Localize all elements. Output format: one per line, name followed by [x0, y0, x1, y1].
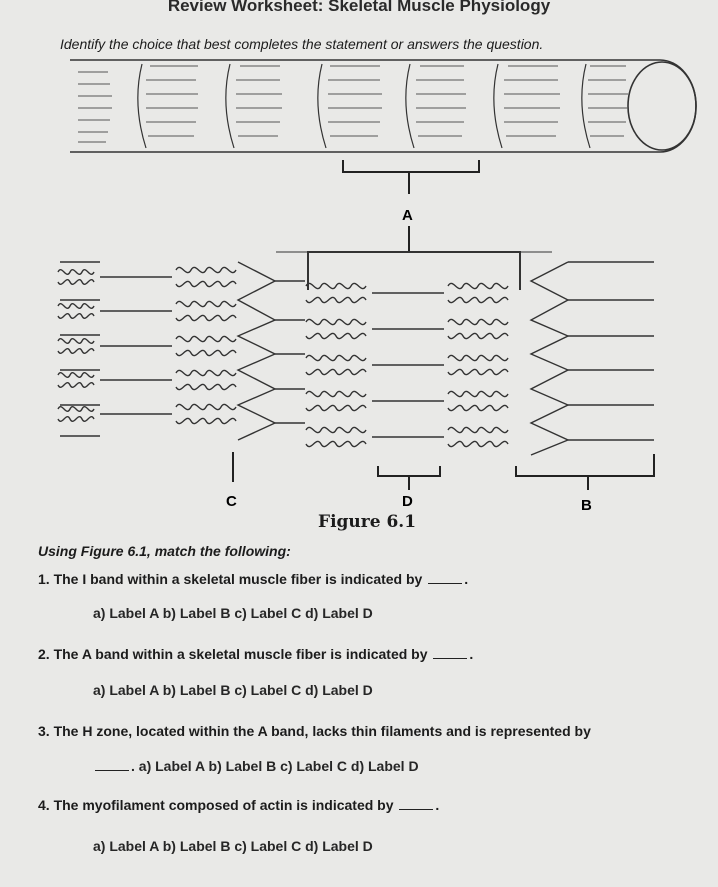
question-1-blank[interactable]	[428, 571, 463, 584]
instructions: Identify the choice that best completes …	[60, 36, 544, 52]
question-4-stem: 4. The myofilament composed of actin is …	[38, 797, 394, 813]
sarcomere-drawing	[57, 251, 654, 456]
question-3: 3. The H zone, located within the A band…	[38, 723, 678, 739]
label-b-bracket	[515, 454, 655, 490]
worksheet-title: Review Worksheet: Skeletal Muscle Physio…	[167, 0, 551, 15]
match-prompt: Using Figure 6.1, match the following:	[38, 543, 291, 559]
label-d-bracket	[377, 466, 441, 490]
figure-caption: Figure 6.1	[318, 512, 417, 532]
question-3-stem: 3. The H zone, located within the A band…	[38, 723, 591, 739]
label-c: C	[226, 493, 237, 510]
question-4-blank[interactable]	[399, 797, 434, 810]
label-b: B	[581, 497, 592, 512]
question-2: 2. The A band within a skeletal muscle f…	[38, 646, 474, 662]
question-4-options: a) Label A b) Label B c) Label C d) Labe…	[93, 838, 373, 854]
muscle-fiber-drawing	[70, 59, 697, 153]
question-4: 4. The myofilament composed of actin is …	[38, 797, 440, 813]
label-a-bracket	[342, 160, 480, 252]
question-1-stem: 1. The I band within a skeletal muscle f…	[38, 571, 423, 587]
question-1-options: a) Label A b) Label B c) Label C d) Labe…	[93, 605, 373, 621]
question-2-stem: 2. The A band within a skeletal muscle f…	[38, 646, 428, 662]
question-3-options-line: . a) Label A b) Label B c) Label C d) La…	[93, 758, 419, 774]
label-d: D	[402, 493, 413, 510]
question-1: 1. The I band within a skeletal muscle f…	[38, 571, 469, 587]
question-3-blank[interactable]	[95, 758, 129, 771]
sarcomere-figure: A	[57, 59, 697, 512]
question-3-options: a) Label A b) Label B c) Label C d) Labe…	[138, 758, 419, 774]
question-2-options: a) Label A b) Label B c) Label C d) Labe…	[93, 682, 373, 698]
question-2-blank[interactable]	[433, 646, 468, 659]
label-a: A	[402, 207, 413, 224]
